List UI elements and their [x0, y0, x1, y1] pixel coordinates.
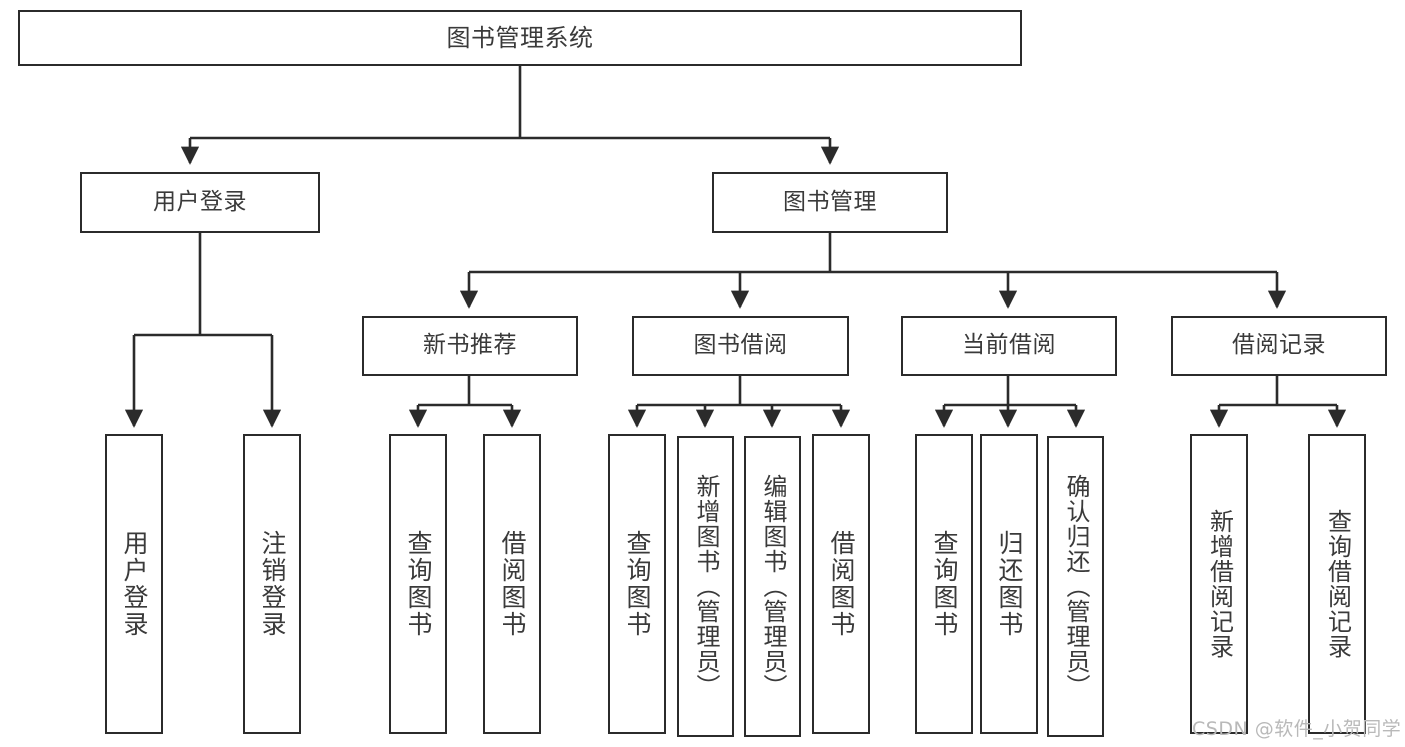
node-query-book-2-label: 查询图书 [623, 530, 652, 638]
node-borrow-record[interactable]: 借阅记录 [1171, 316, 1387, 376]
node-return-book-label: 归还图书 [995, 530, 1024, 638]
node-return-book[interactable]: 归还图书 [980, 434, 1038, 734]
node-new-book-recommend[interactable]: 新书推荐 [362, 316, 578, 376]
node-current-borrow-label: 当前借阅 [962, 332, 1056, 359]
node-query-book-2[interactable]: 查询图书 [608, 434, 666, 734]
node-add-borrow-record[interactable]: 新增借阅记录 [1190, 434, 1248, 734]
node-query-borrow-record-label: 查询借阅记录 [1323, 509, 1352, 659]
node-confirm-return-label: 确认归还（管理员） [1061, 474, 1090, 699]
node-login-label: 用户登录 [120, 530, 149, 638]
node-book-management[interactable]: 图书管理 [712, 172, 948, 233]
node-borrow-record-label: 借阅记录 [1232, 332, 1326, 359]
node-query-borrow-record[interactable]: 查询借阅记录 [1308, 434, 1366, 734]
csdn-watermark: CSDN @软件_小贺同学 [1192, 718, 1402, 740]
node-user-login[interactable]: 用户登录 [80, 172, 320, 233]
node-edit-book[interactable]: 编辑图书（管理员） [744, 436, 801, 737]
node-edit-book-label: 编辑图书（管理员） [758, 474, 787, 699]
node-query-book-1[interactable]: 查询图书 [389, 434, 447, 734]
node-root-label: 图书管理系统 [446, 23, 594, 52]
node-query-book-3[interactable]: 查询图书 [915, 434, 973, 734]
node-book-borrow[interactable]: 图书借阅 [632, 316, 849, 376]
node-root[interactable]: 图书管理系统 [18, 10, 1022, 66]
node-book-management-label: 图书管理 [783, 188, 877, 215]
node-borrow-book-1-label: 借阅图书 [498, 530, 527, 638]
node-current-borrow[interactable]: 当前借阅 [901, 316, 1117, 376]
node-user-login-label: 用户登录 [153, 188, 247, 215]
node-add-borrow-record-label: 新增借阅记录 [1205, 509, 1234, 659]
node-borrow-book-2[interactable]: 借阅图书 [812, 434, 870, 734]
node-new-book-recommend-label: 新书推荐 [423, 332, 517, 359]
node-query-book-3-label: 查询图书 [930, 530, 959, 638]
node-add-book-label: 新增图书（管理员） [691, 474, 720, 699]
node-book-borrow-label: 图书借阅 [693, 332, 788, 359]
node-borrow-book-1[interactable]: 借阅图书 [483, 434, 541, 734]
node-logout[interactable]: 注销登录 [243, 434, 301, 734]
node-logout-label: 注销登录 [258, 530, 287, 638]
node-query-book-1-label: 查询图书 [404, 530, 433, 638]
node-add-book[interactable]: 新增图书（管理员） [677, 436, 734, 737]
node-borrow-book-2-label: 借阅图书 [827, 530, 856, 638]
node-confirm-return[interactable]: 确认归还（管理员） [1047, 436, 1104, 737]
node-login[interactable]: 用户登录 [105, 434, 163, 734]
